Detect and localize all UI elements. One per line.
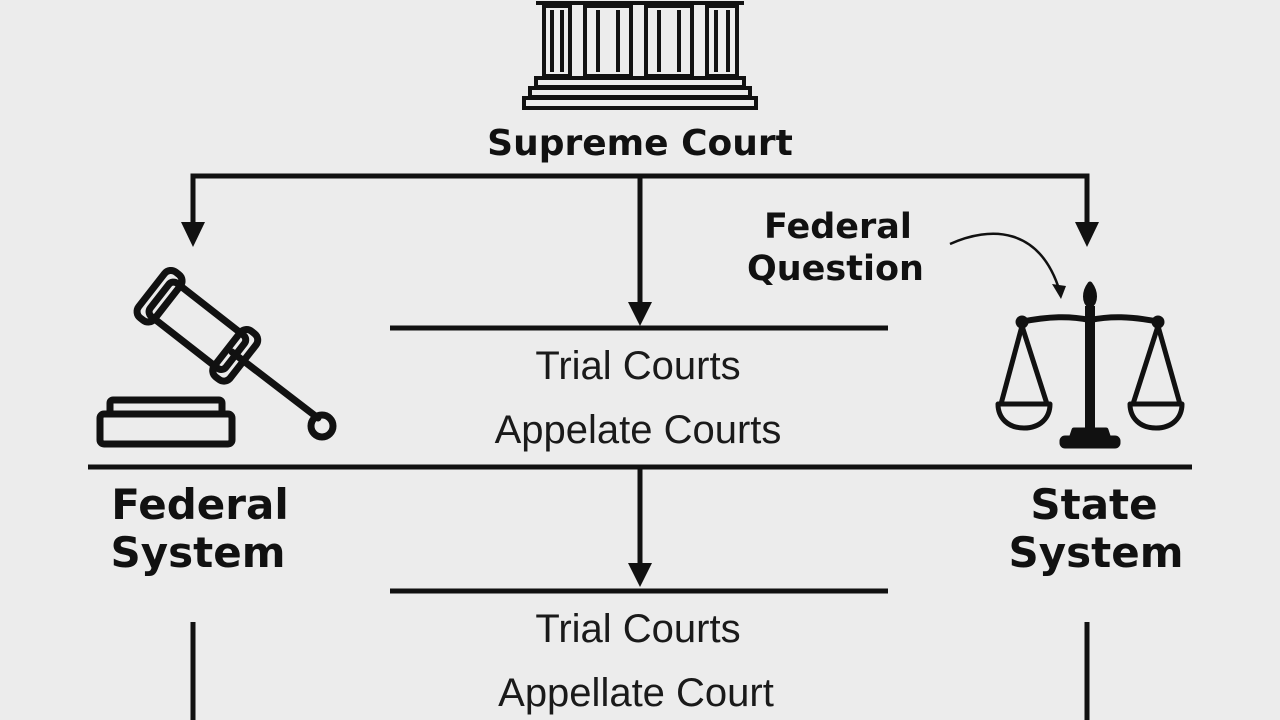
state-system-line2: System bbox=[1008, 528, 1184, 577]
arrow-to-state bbox=[1075, 222, 1099, 247]
column bbox=[705, 4, 739, 78]
arrow-to-middle-tier bbox=[628, 302, 652, 326]
middle-tier-appellate-courts: Appelate Courts bbox=[494, 408, 782, 452]
gavel-icon bbox=[96, 266, 337, 448]
arrow-to-lower-tier bbox=[628, 563, 652, 587]
federal-question-arrowhead bbox=[1052, 284, 1066, 299]
federal-system-line1: Federal bbox=[111, 480, 289, 529]
supreme-court-title: Supreme Court bbox=[487, 123, 793, 164]
federal-question-line2: Question bbox=[747, 249, 924, 289]
federal-question-arrow bbox=[949, 232, 1062, 293]
federal-system-line2: System bbox=[110, 528, 286, 577]
arrow-to-federal bbox=[181, 222, 205, 247]
column bbox=[542, 4, 572, 78]
column bbox=[644, 4, 694, 78]
lower-tier-appellate-court: Appellate Court bbox=[498, 671, 774, 715]
column bbox=[583, 4, 633, 78]
courthouse-icon bbox=[522, 1, 758, 110]
federal-question-line1: Federal bbox=[764, 207, 912, 247]
scales-icon bbox=[995, 281, 1185, 449]
supreme-court-branches bbox=[190, 173, 1090, 318]
lower-tier-trial-courts: Trial Courts bbox=[535, 607, 741, 651]
state-system-line1: State bbox=[1030, 480, 1158, 529]
middle-tier-trial-courts: Trial Courts bbox=[535, 344, 741, 388]
